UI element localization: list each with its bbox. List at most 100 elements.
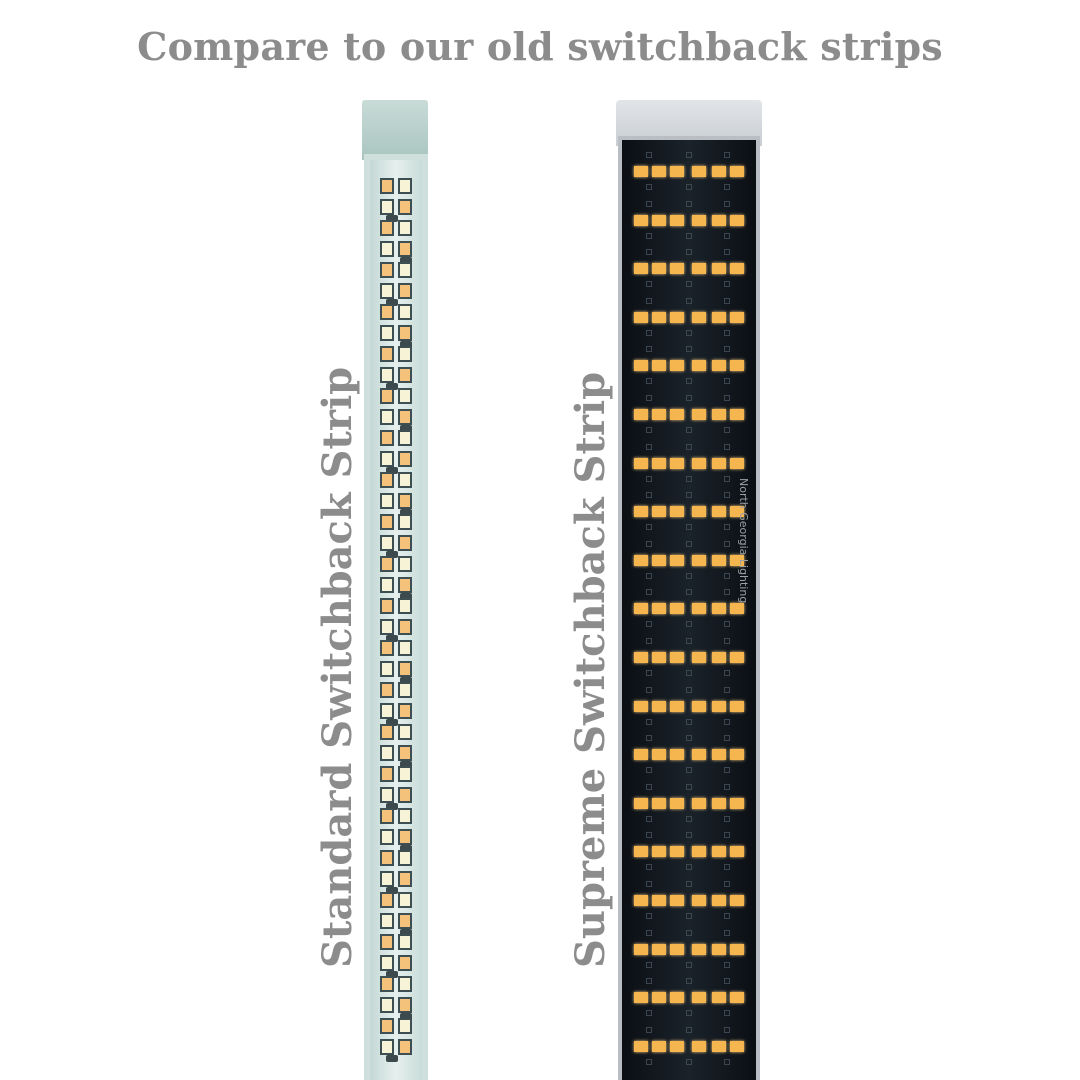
led-chip <box>670 701 684 712</box>
pcb-pad <box>646 152 652 158</box>
resistor <box>400 509 412 516</box>
led-chip <box>380 829 394 845</box>
led-chip <box>380 388 394 404</box>
resistor <box>400 845 412 852</box>
pcb-pad <box>724 298 730 304</box>
pcb-pad <box>646 233 652 239</box>
pcb-pad <box>686 1059 692 1065</box>
led-chip <box>398 199 412 215</box>
led-chip <box>652 1041 666 1052</box>
led-chip <box>380 514 394 530</box>
led-chip <box>380 1018 394 1034</box>
led-chip <box>634 701 648 712</box>
pcb-pad <box>646 541 652 547</box>
led-chip <box>398 178 412 194</box>
led-chip <box>670 798 684 809</box>
pcb-pad <box>686 524 692 530</box>
led-chip <box>380 451 394 467</box>
pcb-pad <box>646 395 652 401</box>
pcb-pad <box>724 1059 730 1065</box>
led-chip <box>380 976 394 992</box>
led-chip <box>634 992 648 1003</box>
led-chip <box>634 458 648 469</box>
pcb-pad <box>724 832 730 838</box>
led-chip <box>670 360 684 371</box>
led-chip <box>380 178 394 194</box>
led-chip <box>398 220 412 236</box>
led-chip <box>730 506 744 517</box>
pcb-pad <box>646 249 652 255</box>
pcb-pad <box>724 767 730 773</box>
led-chip <box>380 619 394 635</box>
pcb-pad <box>686 670 692 676</box>
pcb-pad <box>724 476 730 482</box>
pcb-pad <box>724 249 730 255</box>
led-chip <box>380 745 394 761</box>
led-chip <box>670 846 684 857</box>
led-chip <box>380 346 394 362</box>
led-chip <box>634 798 648 809</box>
led-chip <box>380 703 394 719</box>
led-chip <box>380 640 394 656</box>
led-chip <box>634 263 648 274</box>
pcb-pad <box>646 719 652 725</box>
led-chip <box>398 745 412 761</box>
led-chip <box>398 430 412 446</box>
pcb-pad <box>686 298 692 304</box>
pcb-pad <box>724 1010 730 1016</box>
led-chip <box>398 808 412 824</box>
pcb-pad <box>646 767 652 773</box>
led-chip <box>712 895 726 906</box>
led-chip <box>398 451 412 467</box>
led-chip <box>712 603 726 614</box>
led-chip <box>730 701 744 712</box>
led-chip <box>712 263 726 274</box>
led-chip <box>398 283 412 299</box>
pcb-pad <box>724 184 730 190</box>
led-chip <box>692 701 706 712</box>
led-chip <box>652 360 666 371</box>
pcb-pad <box>646 1059 652 1065</box>
led-chip <box>398 640 412 656</box>
led-chip <box>634 166 648 177</box>
pcb-pad <box>724 233 730 239</box>
led-chip <box>670 263 684 274</box>
led-chip <box>398 493 412 509</box>
led-chip <box>398 577 412 593</box>
led-chip <box>730 652 744 663</box>
pcb-pad <box>686 573 692 579</box>
led-chip <box>652 312 666 323</box>
resistor <box>386 1055 398 1062</box>
led-chip <box>712 846 726 857</box>
led-chip <box>730 312 744 323</box>
pcb-pad <box>724 1027 730 1033</box>
led-chip <box>670 409 684 420</box>
pcb-pad <box>686 978 692 984</box>
resistor <box>400 761 412 768</box>
pcb-pad <box>646 687 652 693</box>
resistor <box>400 677 412 684</box>
led-chip <box>652 749 666 760</box>
led-chip <box>380 850 394 866</box>
led-chip <box>692 944 706 955</box>
led-chip <box>398 913 412 929</box>
led-chip <box>692 506 706 517</box>
led-chip <box>398 724 412 740</box>
pcb-pad <box>646 1027 652 1033</box>
pcb-pad <box>686 152 692 158</box>
led-chip <box>670 603 684 614</box>
led-chip <box>380 262 394 278</box>
pcb-pad <box>646 832 652 838</box>
pcb-pad <box>646 298 652 304</box>
led-chip <box>692 263 706 274</box>
led-chip <box>398 682 412 698</box>
pcb-pad <box>724 444 730 450</box>
led-chip <box>398 934 412 950</box>
pcb-pad <box>724 735 730 741</box>
led-chip <box>380 367 394 383</box>
pcb-pad <box>686 962 692 968</box>
led-chip <box>398 703 412 719</box>
page-title: Compare to our old switchback strips <box>137 24 943 69</box>
pcb-pad <box>724 864 730 870</box>
supreme-strip-image <box>616 100 762 1080</box>
